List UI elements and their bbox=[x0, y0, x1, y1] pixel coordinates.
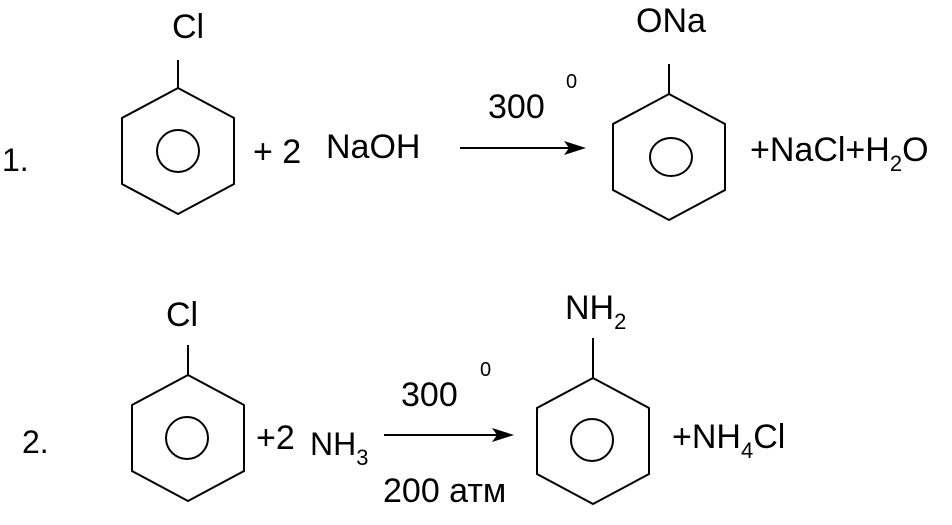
reaction-1-byproducts-part2: O bbox=[902, 131, 929, 169]
reaction-1-byproducts-subscript: 2 bbox=[889, 151, 903, 176]
reaction-2-condition-degree: 0 bbox=[480, 359, 492, 381]
reaction-2-reagent-main: NH bbox=[310, 426, 357, 462]
reaction-2-byproducts-part2: Cl bbox=[753, 418, 786, 456]
reaction-2-condition-temperature: 300 bbox=[401, 376, 458, 414]
reaction-2-number: 2. bbox=[22, 424, 49, 460]
reaction-2-product-substituent-main: NH bbox=[565, 289, 615, 327]
reaction-2-reagent-subscript: 3 bbox=[356, 445, 369, 470]
reaction-2-reagent: NH3 bbox=[310, 426, 368, 469]
reaction-1-byproducts-part1: +NaCl+H bbox=[750, 131, 890, 169]
reaction-1-condition-temperature: 300 bbox=[488, 88, 545, 126]
reaction-2-product-substituent-subscript: 2 bbox=[614, 309, 627, 334]
reaction-1-reagent: NaOH bbox=[326, 128, 421, 166]
reaction-1-number: 1. bbox=[2, 142, 29, 178]
reaction-2-reactant-substituent: Cl bbox=[166, 296, 199, 334]
reaction-2-byproducts-subscript: 4 bbox=[740, 438, 754, 463]
reaction-1-plus-coefficient: + 2 bbox=[253, 133, 302, 171]
reaction-2-condition-pressure: 200 атм bbox=[383, 472, 507, 510]
reaction-1-condition-degree: 0 bbox=[566, 71, 578, 93]
reaction-2-byproducts: +NH4Cl bbox=[672, 418, 786, 462]
reaction-1-byproducts: +NaCl+H2O bbox=[750, 131, 929, 175]
reaction-2-byproducts-part1: +NH bbox=[672, 418, 741, 456]
reaction-1-product-substituent: ONa bbox=[636, 2, 706, 40]
reaction-2-plus-coefficient: +2 bbox=[256, 419, 295, 457]
reaction-2-product-substituent: NH2 bbox=[565, 289, 626, 333]
reaction-1-reactant-substituent: Cl bbox=[172, 8, 205, 46]
